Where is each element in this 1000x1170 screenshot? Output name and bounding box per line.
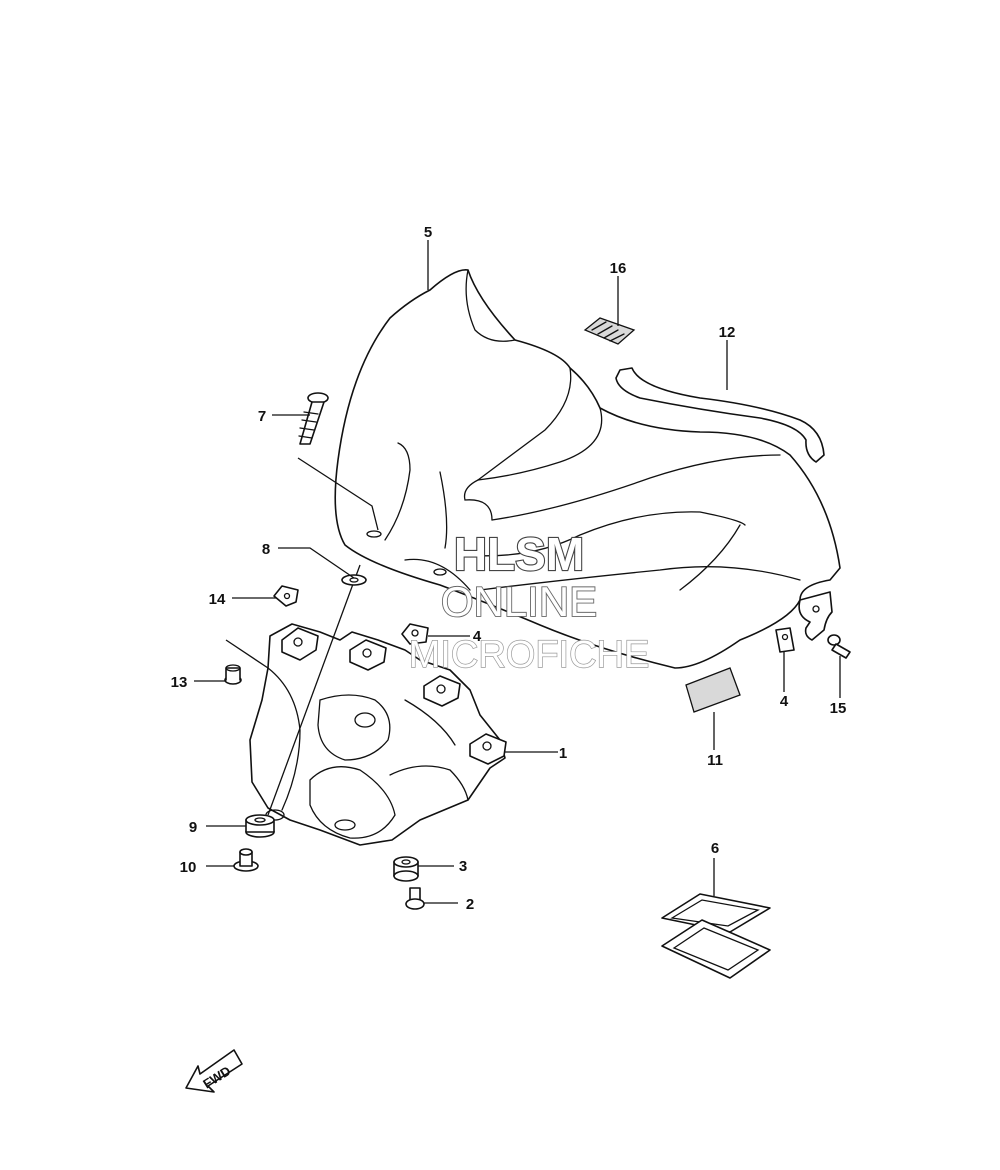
callout-15: 15 (830, 700, 847, 717)
part-10-collar[interactable] (233, 848, 259, 872)
part-14-clip[interactable] (273, 585, 299, 607)
callout-10: 10 (180, 859, 197, 876)
callout-12: 12 (719, 324, 736, 341)
callout-4-upper: 4 (473, 628, 482, 645)
watermark: HLSM ONLINE MICROFICHE (408, 527, 650, 677)
part-5-windscreen[interactable] (334, 269, 841, 669)
part-15-push-rivet[interactable] (827, 634, 851, 659)
callout-11: 11 (707, 752, 723, 769)
callout-3: 3 (459, 858, 467, 875)
callout-5: 5 (424, 224, 432, 241)
callout-13: 13 (171, 674, 188, 691)
part-2-bolt[interactable] (405, 887, 425, 910)
part-1-inner-cover[interactable] (249, 623, 507, 846)
part-4-speed-nut-right[interactable] (775, 627, 795, 653)
part-7-screw[interactable] (298, 392, 329, 445)
callout-8: 8 (262, 541, 270, 558)
callout-14: 14 (209, 591, 226, 608)
part-13-rivet[interactable] (224, 664, 242, 685)
part-8-washer[interactable] (341, 574, 367, 586)
part-3-grommet[interactable] (393, 856, 419, 882)
watermark-line-2: ONLINE (441, 578, 597, 625)
watermark-line-1: HLSM (454, 528, 584, 580)
assembly-line (267, 564, 361, 816)
part-6-emblem[interactable] (661, 893, 771, 979)
callout-1: 1 (559, 745, 567, 762)
callout-6: 6 (711, 840, 719, 857)
callout-7: 7 (258, 408, 266, 425)
watermark-line-3: MICROFICHE (409, 634, 650, 676)
assembly-line-7 (297, 457, 379, 531)
callout-4-right: 4 (780, 693, 789, 710)
callout-2: 2 (466, 896, 474, 913)
part-12-trim-strip[interactable] (615, 367, 825, 463)
callout-16: 16 (610, 260, 627, 277)
part-16-pad[interactable] (583, 317, 636, 345)
part-11-pad[interactable] (685, 667, 741, 713)
part-4-speed-nut-upper[interactable] (401, 623, 429, 645)
callout-numbers: 1 2 3 4 4 5 6 7 8 9 10 11 12 13 14 15 16 (171, 224, 847, 913)
fwd-arrow-icon: FWD (185, 1049, 243, 1093)
leader-lines (194, 240, 841, 904)
part-9-grommet[interactable] (245, 814, 275, 838)
callout-9: 9 (189, 819, 197, 836)
